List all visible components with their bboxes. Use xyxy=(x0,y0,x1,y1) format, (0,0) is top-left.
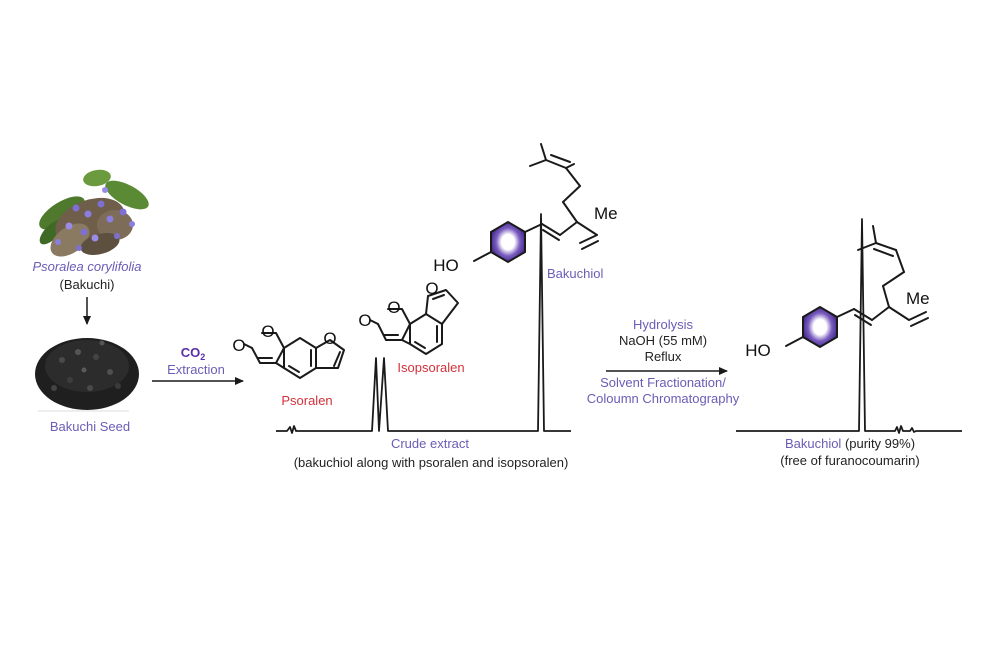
plant-scientific-name: Psoralea corylifolia xyxy=(32,259,141,274)
pure-purity: (purity 99%) xyxy=(841,436,915,451)
psoralea-plant-image xyxy=(39,169,149,257)
psoralen-carbonyl-o: O xyxy=(232,336,245,355)
bakuchiol-crude-methyl: Me xyxy=(594,204,618,223)
step-hydrolysis: Hydrolysis xyxy=(633,317,693,332)
psoralen-ring-o: O xyxy=(261,322,274,341)
bakuchiol-crude-hydroxyl: HO xyxy=(433,256,459,275)
psoralen-structure xyxy=(243,332,345,379)
step-naoh: NaOH (55 mM) xyxy=(619,333,707,348)
pure-chromatogram-trace xyxy=(736,218,962,434)
step-fractionation: Solvent Fractionation/ xyxy=(600,375,726,390)
seed-label: Bakuchi Seed xyxy=(50,419,130,434)
step-reflux: Reflux xyxy=(645,349,682,364)
co2-label: CO2 xyxy=(181,345,206,362)
crude-caption-detail: (bakuchiol along with psoralen and isops… xyxy=(294,455,569,470)
bakuchi-seed-image xyxy=(35,338,139,410)
isopsoralen-label: Isopsoralen xyxy=(397,360,464,375)
psoralen-furan-o: O xyxy=(323,329,336,348)
bakuchiol-pure-hydroxyl: HO xyxy=(745,341,771,360)
isopsoralen-carbonyl-o: O xyxy=(358,311,371,330)
pure-caption-title: Bakuchiol (purity 99%) xyxy=(785,436,915,451)
bakuchiol-pure-methyl: Me xyxy=(906,289,930,308)
crude-chromatogram-trace xyxy=(276,213,571,434)
bakuchiol-crude-label: Bakuchiol xyxy=(547,266,603,281)
psoralen-label: Psoralen xyxy=(281,393,332,408)
extraction-label: Extraction xyxy=(167,362,225,377)
isopsoralen-furan-o: O xyxy=(425,279,438,298)
pure-caption-note: (free of furanocoumarin) xyxy=(780,453,919,468)
crude-caption-title: Crude extract xyxy=(391,436,469,451)
pure-product-name: Bakuchiol xyxy=(785,436,841,451)
isopsoralen-ring-o: O xyxy=(387,298,400,317)
bakuchiol-structure-crude xyxy=(473,143,599,264)
step-chromatography: Coloumn Chromatography xyxy=(587,391,740,406)
plant-common-name: (Bakuchi) xyxy=(60,277,115,292)
bakuchiol-structure-pure xyxy=(785,225,929,349)
isopsoralen-structure xyxy=(369,289,459,355)
